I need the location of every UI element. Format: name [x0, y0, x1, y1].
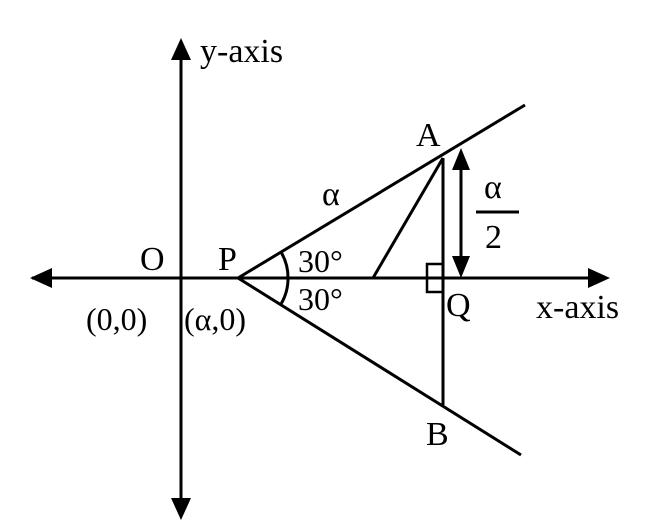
- aq-denominator: 2: [485, 219, 502, 256]
- point-a-label: A: [416, 117, 441, 154]
- x-axis-label: x-axis: [536, 289, 619, 326]
- upper-ray: [237, 103, 526, 280]
- origin-label: O: [140, 241, 165, 278]
- side-pa-label: α: [322, 176, 340, 213]
- upper-angle-label: 30°: [298, 243, 343, 279]
- lower-angle-arc: [279, 277, 290, 305]
- aq-numerator: α: [484, 169, 502, 206]
- x-axis-arrow-left: [30, 268, 52, 288]
- aq-arrow-top: [452, 148, 470, 170]
- point-p-label: P: [218, 241, 237, 278]
- x-axis-arrow-right: [588, 268, 610, 288]
- origin-coords: (0,0): [86, 301, 147, 337]
- point-p-coords: (α,0): [184, 301, 246, 337]
- segment-a-to-axis: [371, 157, 445, 279]
- lower-ray: [237, 276, 522, 457]
- y-axis-arrow-top: [171, 38, 191, 60]
- point-b-label: B: [426, 416, 449, 453]
- upper-angle-arc: [279, 251, 290, 279]
- y-axis-label: y-axis: [200, 33, 283, 70]
- y-axis-arrow-bottom: [171, 498, 191, 520]
- lower-angle-label: 30°: [298, 281, 343, 317]
- point-q-label: Q: [446, 287, 471, 324]
- right-angle-marker: [425, 262, 445, 294]
- aq-arrow-bottom: [452, 256, 470, 278]
